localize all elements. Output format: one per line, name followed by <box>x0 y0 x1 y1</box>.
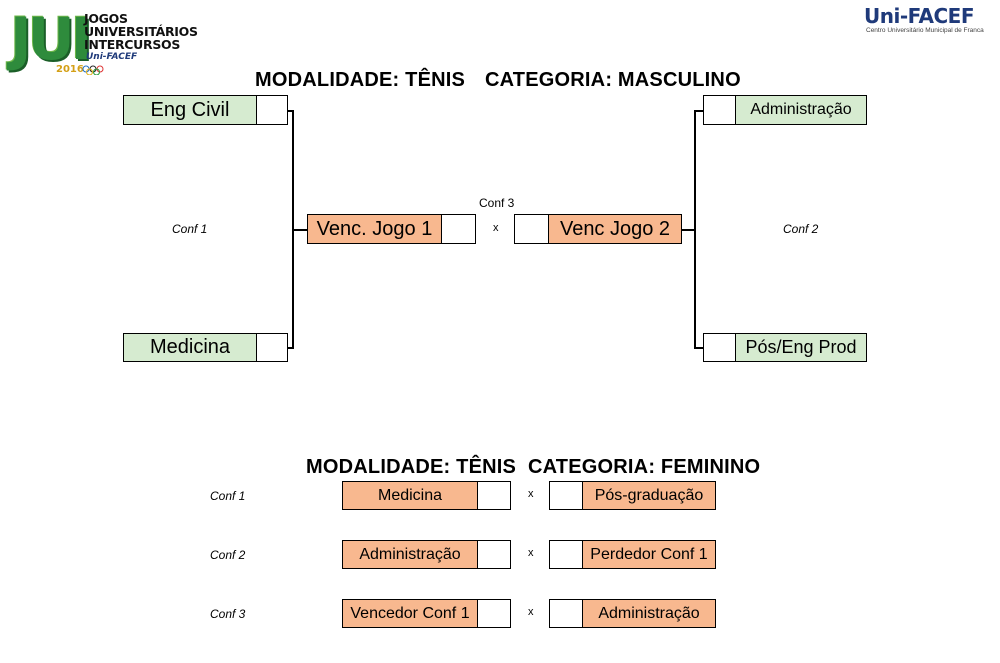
versus-label: x <box>493 222 499 234</box>
masculino-title-categoria: CATEGORIA: MASCULINO <box>485 69 741 91</box>
team-box: Medicina <box>342 481 478 510</box>
team-box: Perdedor Conf 1 <box>582 540 716 569</box>
score-box <box>549 599 583 628</box>
unifacef-logo-name: Uni-FACEF <box>864 4 974 28</box>
jui-logo: JUI JOGOS UNIVERSITÁRIOS INTERCURSOS Uni… <box>10 5 198 78</box>
finalist-box: Venc. Jogo 1 <box>307 214 442 244</box>
bracket-line <box>288 110 294 112</box>
team-box: Administração <box>735 95 867 125</box>
bracket-line <box>694 347 703 349</box>
conf-label: Conf 2 <box>210 548 246 562</box>
score-box <box>514 214 549 244</box>
unifacef-logo-subtitle: Centro Universitário Municipal de Franca <box>866 27 984 34</box>
bracket-line <box>292 229 307 231</box>
jui-logo-year: 2016 <box>56 64 84 75</box>
score-box <box>703 333 736 362</box>
score-box <box>477 599 511 628</box>
team-box: Administração <box>342 540 478 569</box>
versus-label: x <box>528 606 534 618</box>
feminino-title-categoria: CATEGORIA: FEMININO <box>528 456 761 478</box>
finalist-box: Venc Jogo 2 <box>548 214 682 244</box>
feminino-title-modalidade: MODALIDADE: TÊNIS <box>306 456 517 478</box>
conf-label: Conf 2 <box>783 222 819 236</box>
team-box: Vencedor Conf 1 <box>342 599 478 628</box>
masculino-title-modalidade: MODALIDADE: TÊNIS <box>255 69 466 91</box>
score-box <box>256 333 288 362</box>
conf-label: Conf 3 <box>210 607 246 621</box>
jui-logo-letters: JUI <box>10 5 92 73</box>
jui-logo-line1: JOGOS <box>84 11 128 26</box>
score-box <box>703 95 736 125</box>
score-box <box>549 540 583 569</box>
team-box: Medicina <box>123 333 257 362</box>
olympic-rings-icon <box>82 65 104 75</box>
bracket-line <box>288 347 294 349</box>
unifacef-logo: Uni-FACEF Centro Universitário Municipal… <box>862 4 992 38</box>
score-box <box>477 540 511 569</box>
conf-label: Conf 3 <box>479 196 515 210</box>
conf-label: Conf 1 <box>172 222 208 236</box>
bracket-line <box>682 229 695 231</box>
team-box: Pós-graduação <box>582 481 716 510</box>
conf-label: Conf 1 <box>210 489 246 503</box>
jui-logo-line2: UNIVERSITÁRIOS <box>84 24 198 39</box>
versus-label: x <box>528 547 534 559</box>
jui-logo-line3: INTERCURSOS <box>84 37 181 52</box>
score-box <box>441 214 476 244</box>
jui-logo-brand: Uni-FACEF <box>86 52 138 62</box>
versus-label: x <box>528 488 534 500</box>
team-box: Administração <box>582 599 716 628</box>
team-box: Pós/Eng Prod <box>735 333 867 362</box>
bracket-line <box>694 110 703 112</box>
score-box <box>256 95 288 125</box>
score-box <box>549 481 583 510</box>
team-box: Eng Civil <box>123 95 257 125</box>
score-box <box>477 481 511 510</box>
